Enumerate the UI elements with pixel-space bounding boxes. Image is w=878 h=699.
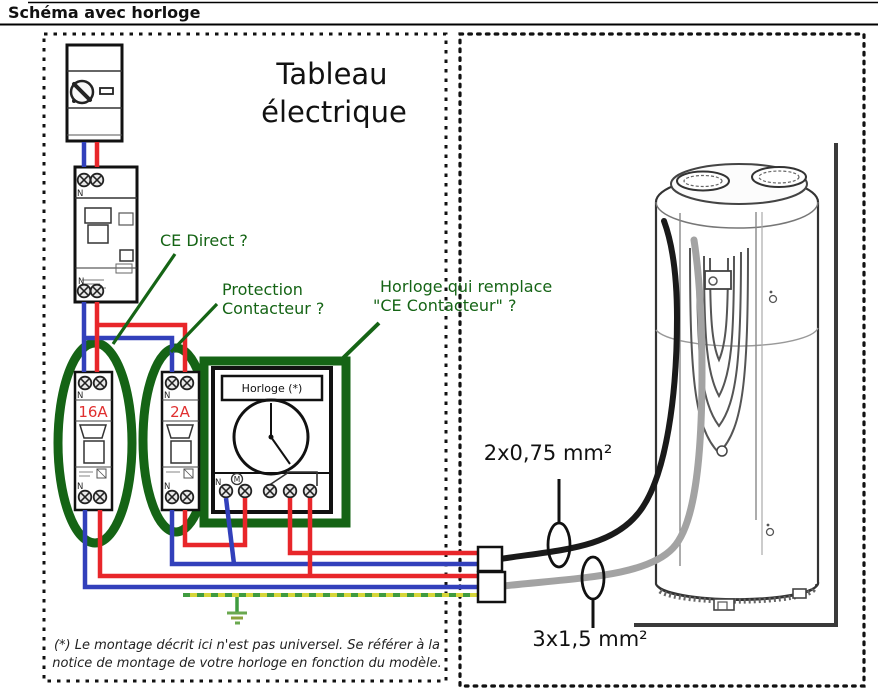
vent-left-grille [683,174,723,188]
neutral-mark: N [164,482,170,492]
earth-symbol [227,597,247,625]
clock-title: Horloge (*) [242,382,303,395]
coil-loop [709,257,729,363]
neutral-mark: N [77,391,83,401]
cable-power-label: 3x1,5 mm² [532,627,647,651]
leader-protection [169,302,219,354]
component [118,212,134,226]
component [115,263,133,274]
clock-face [232,398,310,476]
tank-detail-dot [769,290,773,294]
breaker-2a-rating: 2A [170,403,191,421]
wire-live-contact-out [287,498,478,556]
vent-right-grille [758,170,800,184]
callout-ring-control [546,521,572,569]
cable-power-gray [499,236,706,590]
leader-ce-direct [111,253,177,345]
tank-bottom-rim [657,583,818,602]
clock-module: Horloge (*) N M [211,366,333,514]
lever-housing [84,207,112,224]
leader-horloge [339,321,381,362]
note-protection-2: Contacteur ? [222,299,324,318]
neutral-mark: N [78,277,84,287]
symbol-line [96,468,107,479]
neutral-mark: N [77,482,83,492]
note-horloge-1: Horloge qui remplace [380,277,552,296]
clock-center [268,434,274,440]
coil-fitting [716,445,728,457]
callout-ring-power [580,555,606,601]
symbol-box [183,468,194,479]
lever [87,224,109,244]
tank-detail-circle [768,294,778,304]
handle [170,440,192,464]
footnote-line1: (*) Le montage décrit ici n'est pas univ… [54,638,440,653]
tank-detail-circle [765,527,775,537]
breaker-16a: N 16A N [73,370,114,512]
cable-control-label: 2x0,75 mm² [484,441,613,465]
earth-conductor [183,593,478,625]
knob-dot [72,99,76,103]
footnote-line2: notice de montage de votre horloge en fo… [52,656,442,671]
wire-neutral [84,335,175,372]
wire-live-bus-bottom [97,510,478,579]
knob-handle [72,82,92,102]
neutral-mark: N [164,391,170,401]
connector-block-control [476,545,504,573]
note-ce-direct: CE Direct ? [160,231,248,250]
breaker-16a-rating: 16A [78,403,108,421]
vent-right [751,166,807,188]
thermostat-dial [708,276,718,286]
tank-foot-detail [717,601,728,611]
test-button [119,249,134,262]
note-protection-1: Protection [222,280,303,299]
note-horloge-2: "CE Contacteur" ? [373,296,516,315]
connector-block-power [476,570,507,604]
tank-top-rim [655,201,819,229]
contact-symbol [267,471,318,487]
handle [83,440,105,464]
breaker-2a: N 2A N [160,370,201,512]
neutral-mark: N [77,189,83,199]
panel-dashed-box [42,32,448,683]
differential-breaker: N N [73,165,139,304]
motor-label: M [234,475,240,484]
symbol-line [183,468,194,479]
rocker [78,424,108,439]
wire-live-clock-motor [182,498,248,548]
main-breaker [65,43,124,143]
hour-hand [270,436,291,465]
tank-seam [655,327,819,347]
tank-detail-dot [766,523,770,527]
motor-symbol [230,472,244,486]
panel-title-line2: électrique [261,95,407,129]
tank-foot-right [792,588,807,599]
wire-neutral-clock [223,497,237,565]
rocker [165,424,195,439]
heater-dashed-box [458,32,866,688]
symbol-box [96,468,107,479]
panel-title-line1: Tableau [275,57,387,91]
clock-terminal-n: N [215,478,221,488]
coil-loop [703,255,735,399]
page-title: Schéma avec horloge [8,3,201,22]
clock-title-band [220,374,324,402]
vent-left [676,170,730,192]
tank-foot-left [713,598,735,611]
cable-control-black [497,218,681,562]
indicator-window [99,87,114,95]
wire-neutral-bus-bottom [82,510,478,590]
wire-neutral-bus-top [169,510,478,567]
